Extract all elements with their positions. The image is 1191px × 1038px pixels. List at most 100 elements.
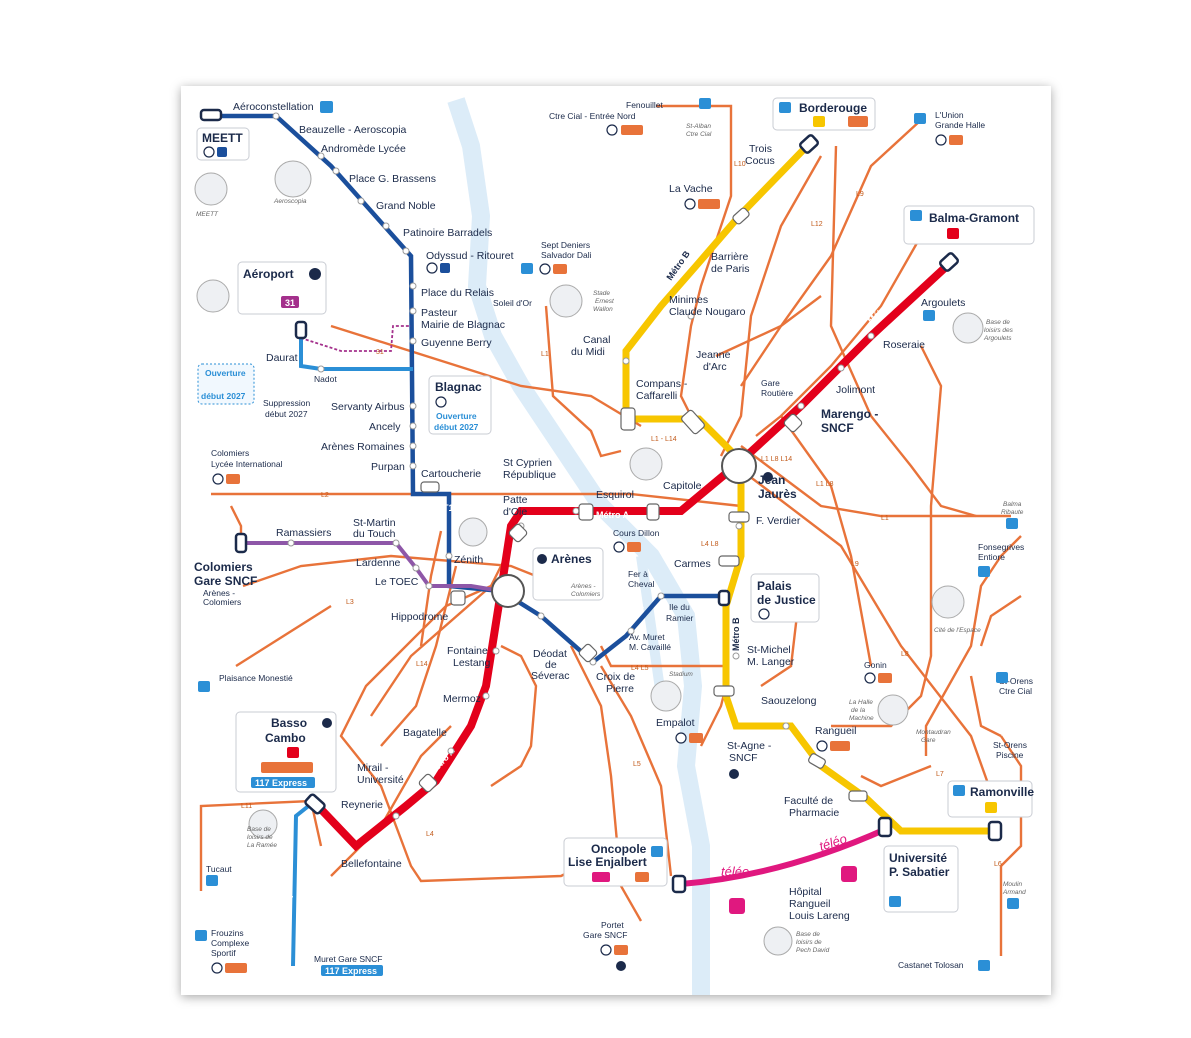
jean-jaures-hub[interactable] — [721, 448, 757, 484]
station-mirail[interactable]: Mirail - — [357, 762, 389, 774]
station-canal[interactable]: Canal — [583, 334, 610, 346]
station-colomiers-lycee[interactable]: Colomiers — [211, 448, 249, 458]
palais-justice-terminus[interactable] — [717, 589, 731, 607]
station-aeroconstellation[interactable]: Aéroconstellation — [233, 101, 314, 113]
station-castanet[interactable]: Castanet Tolosan — [898, 960, 964, 970]
station-saouzelong[interactable]: Saouzelong — [761, 695, 817, 707]
station-rangueil[interactable]: Rangueil — [815, 725, 856, 737]
oncopole-terminus[interactable] — [671, 874, 687, 894]
station-ancely[interactable]: Ancely — [369, 421, 401, 433]
blagnac-box[interactable] — [428, 375, 492, 435]
station-capitole[interactable]: Capitole — [663, 480, 702, 492]
ramonville-terminus[interactable] — [987, 820, 1003, 842]
ramonville-box[interactable] — [947, 780, 1033, 818]
aeroconstellation-terminus[interactable] — [199, 108, 223, 122]
station-sept-deniers[interactable]: Sept Deniers — [541, 240, 590, 250]
station-ile-ramier[interactable]: Ile du — [669, 602, 690, 612]
station-jolimont[interactable]: Jolimont — [836, 384, 875, 396]
station-st-alban[interactable]: St-Alban — [686, 123, 711, 130]
station-le-toec[interactable]: Le TOEC — [375, 576, 419, 588]
station-st-michel[interactable]: St-Michel — [747, 644, 791, 656]
station-muret[interactable]: Muret Gare SNCF — [314, 954, 383, 964]
info-icon[interactable] — [763, 472, 773, 482]
station-tucaut[interactable]: Tucaut — [206, 864, 232, 874]
palais-justice-box[interactable] — [750, 573, 820, 623]
station-jeanne-arc[interactable]: Jeanne — [696, 349, 731, 361]
universite-box[interactable] — [883, 845, 959, 913]
basso-cambo-terminus[interactable] — [304, 793, 326, 815]
info-icon[interactable] — [537, 554, 547, 564]
borderouge-terminus[interactable] — [799, 134, 819, 154]
station-carmes[interactable]: Carmes — [674, 558, 711, 570]
station-daurat[interactable]: Daurat — [266, 352, 298, 364]
station-patinoire[interactable]: Patinoire Barradels — [403, 227, 492, 239]
station-grand-noble[interactable]: Grand Noble — [376, 200, 436, 212]
station-esquirol[interactable]: Esquirol — [596, 489, 634, 501]
station-lardenne[interactable]: Lardenne — [356, 557, 401, 569]
aeroport-terminus[interactable] — [294, 320, 308, 340]
station-nadot[interactable]: Nadot — [314, 374, 337, 384]
station-arenes-romaines[interactable]: Arènes Romaines — [321, 441, 404, 453]
station-argoulets[interactable]: Argoulets — [921, 297, 965, 309]
station-bagatelle[interactable]: Bagatelle — [403, 727, 447, 739]
station-pasteur[interactable]: Pasteur — [421, 307, 458, 319]
station-mermoz[interactable]: Mermoz — [443, 693, 481, 705]
station-fontaine[interactable]: Fontaine — [447, 645, 488, 657]
station-zenith[interactable]: Zénith — [454, 554, 483, 566]
station-odyssud[interactable]: Odyssud - Ritouret — [426, 250, 514, 262]
station-faculte[interactable]: Faculté de — [784, 795, 833, 807]
station-bellefontaine[interactable]: Bellefontaine — [341, 858, 402, 870]
station-marengo[interactable]: Marengo - — [821, 407, 878, 421]
station-deodat[interactable]: Déodat — [533, 648, 567, 660]
station-brassens[interactable]: Place G. Brassens — [349, 173, 436, 185]
station-croix-pierre[interactable]: Croix de — [596, 671, 635, 683]
station-reynerie[interactable]: Reynerie — [341, 799, 383, 811]
station-frouzins[interactable]: Frouzins — [211, 928, 244, 938]
station-compans[interactable]: Compans - — [636, 378, 688, 390]
station-guyenne[interactable]: Guyenne Berry — [421, 337, 492, 349]
station-colomiers-gare[interactable]: Colomiers — [194, 560, 253, 574]
station-portet[interactable]: Portet — [601, 920, 624, 930]
station-barriere[interactable]: Barrière — [711, 251, 749, 263]
station-soleil-or[interactable]: Soleil d'Or — [493, 298, 532, 308]
station-empalot[interactable]: Empalot — [656, 717, 695, 729]
station-patte-oie[interactable]: Patte — [503, 494, 528, 506]
station-fonsegrives[interactable]: Fonsegrives — [978, 542, 1024, 552]
station-f-verdier[interactable]: F. Verdier — [756, 515, 801, 527]
station-montaudran[interactable]: Montaudran — [916, 729, 951, 736]
arenes-hub[interactable] — [491, 574, 525, 608]
station-moulin[interactable]: Moulin — [1003, 881, 1023, 888]
balma-gramont-box[interactable] — [903, 205, 1035, 245]
station-andromede[interactable]: Andromède Lycée — [321, 143, 406, 155]
station-cartoucherie[interactable]: Cartoucherie — [421, 468, 481, 480]
station-cours-dillon[interactable]: Cours Dillon — [613, 528, 660, 538]
station-la-vache[interactable]: La Vache — [669, 183, 713, 195]
aeroport-box[interactable] — [237, 261, 327, 315]
station-servanty[interactable]: Servanty Airbus — [331, 401, 405, 413]
station-st-cyprien[interactable]: St Cyprien — [503, 457, 552, 469]
station-fer-cheval[interactable]: Fer à — [628, 569, 648, 579]
station-roseraie[interactable]: Roseraie — [883, 339, 925, 351]
station-plaisance[interactable]: Plaisance Monestié — [219, 673, 293, 683]
station-relais[interactable]: Place du Relais — [421, 287, 494, 299]
station-st-orens-piscine[interactable]: St-Orens — [993, 740, 1027, 750]
arenes-box[interactable] — [532, 547, 604, 601]
colomiers-gare-terminus[interactable] — [234, 532, 248, 554]
station-balma-ribaute[interactable]: Balma — [1003, 501, 1022, 508]
universite-terminus[interactable] — [877, 816, 893, 838]
station-muret-cavaille[interactable]: Av. Muret — [629, 632, 665, 642]
station-ramassiers[interactable]: Ramassiers — [276, 527, 331, 539]
station-gare-routiere[interactable]: Gare — [761, 378, 780, 388]
station-st-martin[interactable]: St-Martin — [353, 517, 396, 529]
info-icon[interactable] — [322, 718, 332, 728]
station-trois-cocus[interactable]: Trois — [749, 143, 772, 155]
station-minimes[interactable]: Minimes — [669, 294, 708, 306]
station-hippodrome[interactable]: Hippodrome — [391, 611, 448, 623]
info-icon[interactable] — [309, 268, 321, 280]
balma-gramont-terminus[interactable] — [939, 252, 959, 272]
station-st-orens-ctre[interactable]: St-Orens — [999, 676, 1033, 686]
station-hopital[interactable]: Hôpital — [789, 886, 822, 898]
station-purpan[interactable]: Purpan — [371, 461, 405, 473]
station-union[interactable]: L'Union — [935, 110, 964, 120]
station-gonin[interactable]: Gonin — [864, 660, 887, 670]
